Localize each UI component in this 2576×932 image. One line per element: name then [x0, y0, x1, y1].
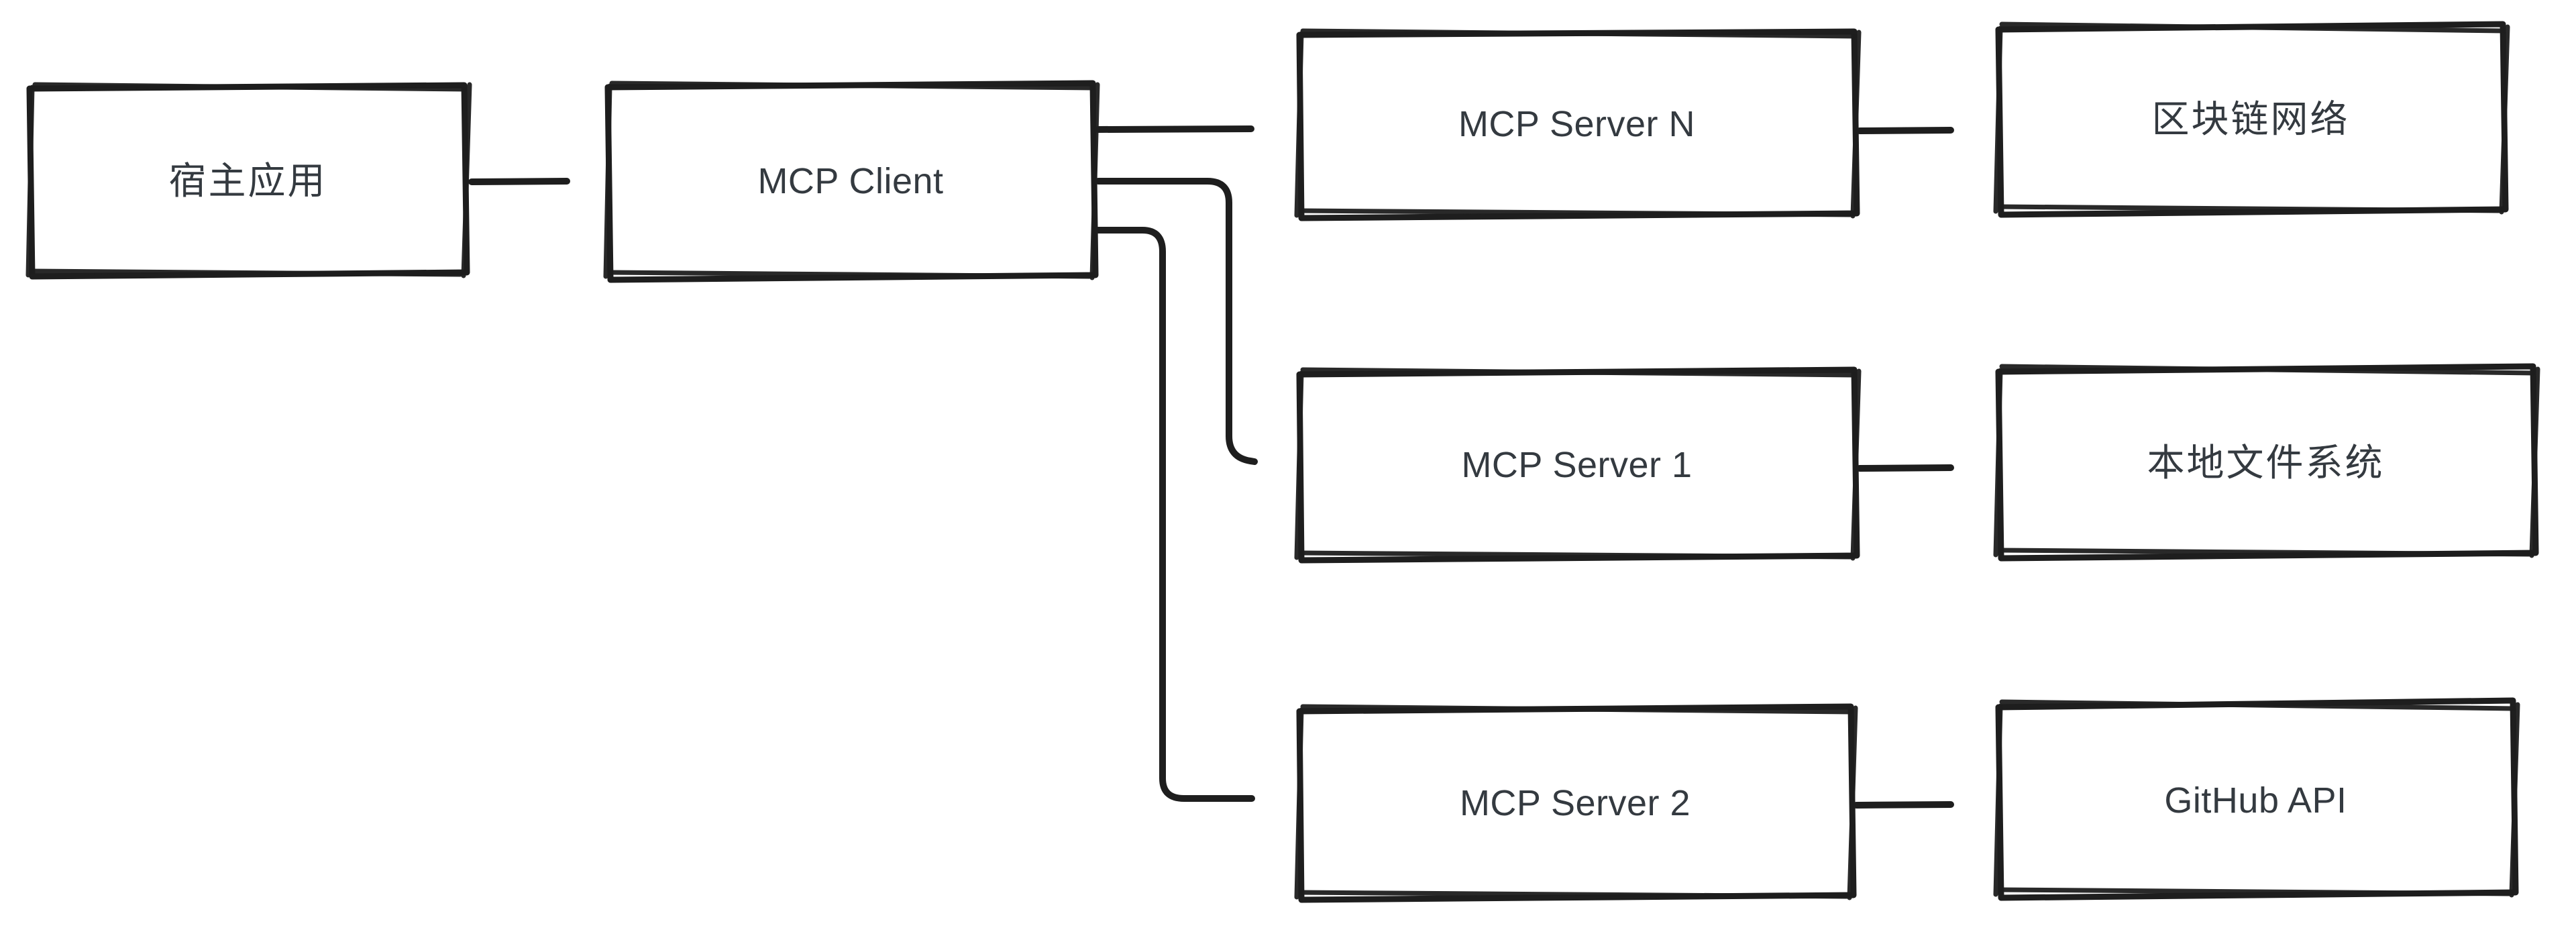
node-shape-blockchain-net[interactable] — [1993, 21, 2510, 218]
node-label-github-api: GitHub API — [2164, 780, 2347, 821]
edge-client-to-server-1[interactable] — [1095, 178, 1258, 465]
edge-host-to-client[interactable] — [468, 178, 570, 185]
edge-client-to-server-n[interactable] — [1095, 125, 1254, 133]
node-label-host-app: 宿主应用 — [168, 160, 327, 203]
node-shape-local-fs[interactable] — [1993, 363, 2540, 562]
node-label-blockchain-net: 区块链网络 — [2151, 97, 2350, 140]
edge-client-to-server-2[interactable] — [1095, 227, 1255, 802]
node-shape-host-app[interactable] — [25, 82, 472, 280]
node-label-mcp-server-1: MCP Server 1 — [1461, 444, 1693, 485]
edge-server-n-to-chain[interactable] — [1856, 127, 1954, 134]
node-shape-mcp-server-n[interactable] — [1294, 28, 1862, 221]
node-label-mcp-server-2: MCP Server 2 — [1459, 783, 1691, 824]
node-label-mcp-server-n: MCP Server N — [1458, 104, 1696, 145]
node-shape-mcp-server-1[interactable] — [1294, 366, 1862, 564]
node-shape-mcp-server-2[interactable] — [1294, 703, 1858, 903]
node-label-mcp-client: MCP Client — [757, 160, 944, 201]
node-shape-github-api[interactable] — [1993, 697, 2520, 901]
node-label-local-fs: 本地文件系统 — [2147, 442, 2385, 484]
